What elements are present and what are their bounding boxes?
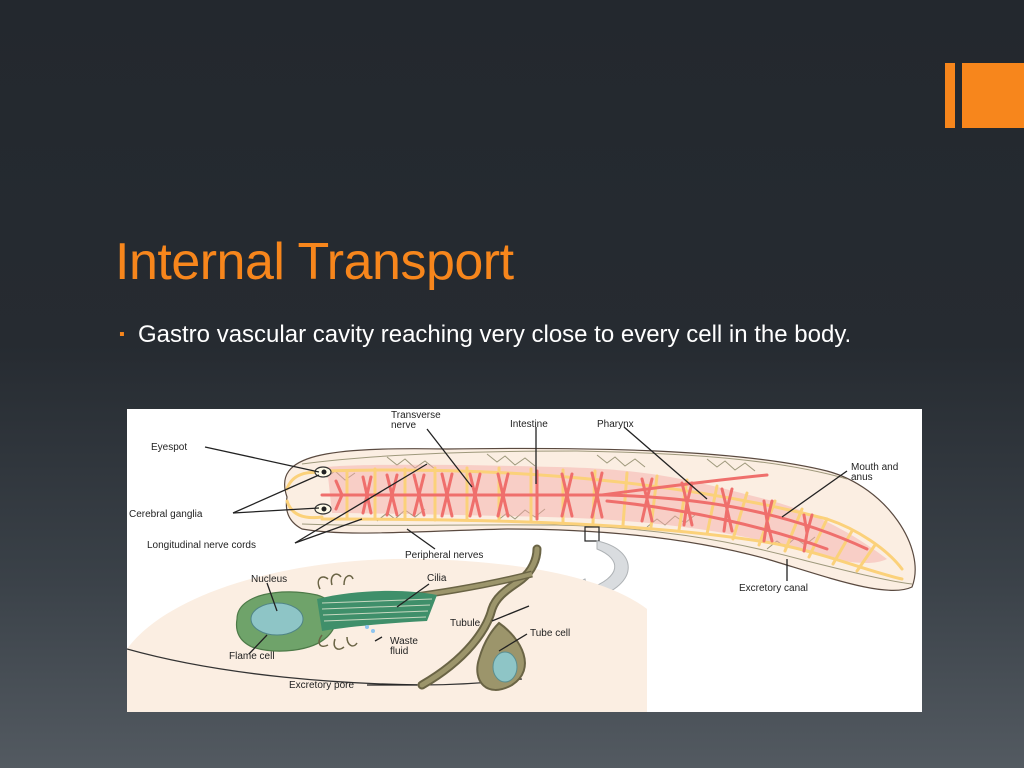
label-longitudinal-nerve-cords: Longitudinal nerve cords xyxy=(147,540,256,551)
label-transverse-nerve-2: nerve xyxy=(391,420,416,431)
label-peripheral-nerves: Peripheral nerves xyxy=(405,550,483,561)
accent-bar-right xyxy=(962,63,1024,128)
label-mouth-anus-1: Mouth and xyxy=(851,462,898,473)
diagram-labels: Eyespot Transverse nerve Intestine Phary… xyxy=(129,410,898,691)
slide-title: Internal Transport xyxy=(115,233,514,291)
label-flame-cell: Flame cell xyxy=(229,651,275,662)
planarian-body xyxy=(284,447,916,591)
bullet-marker-icon: ▪ xyxy=(119,326,125,343)
label-cerebral-ganglia: Cerebral ganglia xyxy=(129,509,203,520)
label-mouth-anus-2: anus xyxy=(851,472,873,483)
flame-cell-inset xyxy=(127,544,647,712)
eyespot-icon xyxy=(314,466,332,515)
label-transverse-nerve-1: Transverse xyxy=(391,410,441,421)
bullet-list: ▪ Gastro vascular cavity reaching very c… xyxy=(118,318,918,351)
label-waste-fluid-2: fluid xyxy=(390,646,408,657)
label-tubule: Tubule xyxy=(450,618,481,629)
label-waste-fluid-1: Waste xyxy=(390,636,418,647)
planarian-diagram: Eyespot Transverse nerve Intestine Phary… xyxy=(127,409,922,712)
label-intestine: Intestine xyxy=(510,419,548,430)
leader-lines xyxy=(204,426,848,686)
label-nucleus: Nucleus xyxy=(251,574,287,585)
label-tube-cell: Tube cell xyxy=(530,628,570,639)
label-excretory-canal: Excretory canal xyxy=(739,583,808,594)
label-eyespot: Eyespot xyxy=(151,442,187,453)
label-excretory-pore: Excretory pore xyxy=(289,680,354,691)
bullet-item: ▪ Gastro vascular cavity reaching very c… xyxy=(118,318,918,351)
label-cilia: Cilia xyxy=(427,573,447,584)
bullet-text: Gastro vascular cavity reaching very clo… xyxy=(138,321,852,348)
accent-bar-left xyxy=(945,63,955,128)
label-pharynx: Pharynx xyxy=(597,419,634,430)
